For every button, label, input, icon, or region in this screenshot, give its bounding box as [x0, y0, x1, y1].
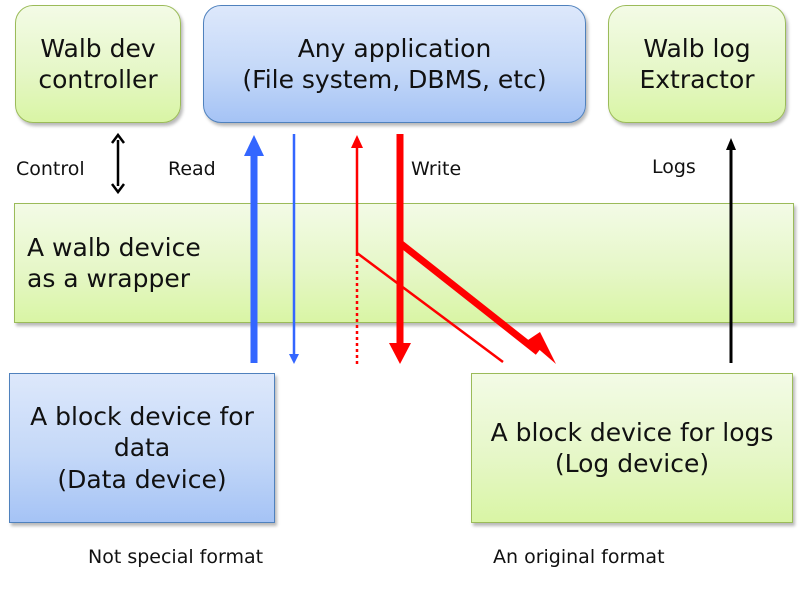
control-label: Control: [16, 158, 85, 180]
log-device-line1: A block device for logs: [490, 417, 774, 447]
read-thin-down-arrow: [289, 134, 299, 364]
write-thin-up-arrow: [351, 135, 363, 364]
write-thick-diagonal-arrow: [397, 240, 556, 364]
data-device-box: A block device for data (Data device): [9, 373, 275, 523]
walb-log-extractor-box: Walb log Extractor: [608, 5, 786, 123]
wrapper-line2: as a wrapper: [27, 264, 191, 293]
walb-device-wrapper-band: A walb device as a wrapper: [14, 203, 794, 323]
extractor-line2: Extractor: [639, 65, 755, 94]
controller-line2: controller: [38, 65, 158, 94]
write-thick-down-arrow: [389, 134, 411, 364]
logs-up-arrow: [726, 138, 736, 363]
write-label: Write: [411, 158, 462, 180]
data-device-line1: A block device for data: [30, 402, 254, 463]
write-thin-diagonal-line: [356, 251, 504, 364]
data-device-line2: (Data device): [57, 464, 227, 494]
log-format-label: An original format: [493, 546, 665, 568]
walb-dev-controller-box: Walb dev controller: [15, 5, 181, 123]
controller-line1: Walb dev: [40, 33, 156, 63]
log-device-line2: (Log device): [554, 449, 710, 478]
control-double-arrow: [111, 132, 125, 195]
wrapper-line1: A walb device: [27, 232, 201, 262]
application-line2: (File system, DBMS, etc): [242, 65, 547, 94]
application-box: Any application (File system, DBMS, etc): [203, 5, 586, 123]
application-line1: Any application: [297, 33, 492, 63]
log-device-box: A block device for logs (Log device): [471, 373, 793, 523]
read-thick-up-arrow: [244, 135, 264, 363]
extractor-line1: Walb log: [643, 33, 751, 63]
read-label: Read: [168, 158, 216, 180]
data-format-label: Not special format: [88, 546, 264, 568]
logs-label: Logs: [652, 156, 696, 178]
